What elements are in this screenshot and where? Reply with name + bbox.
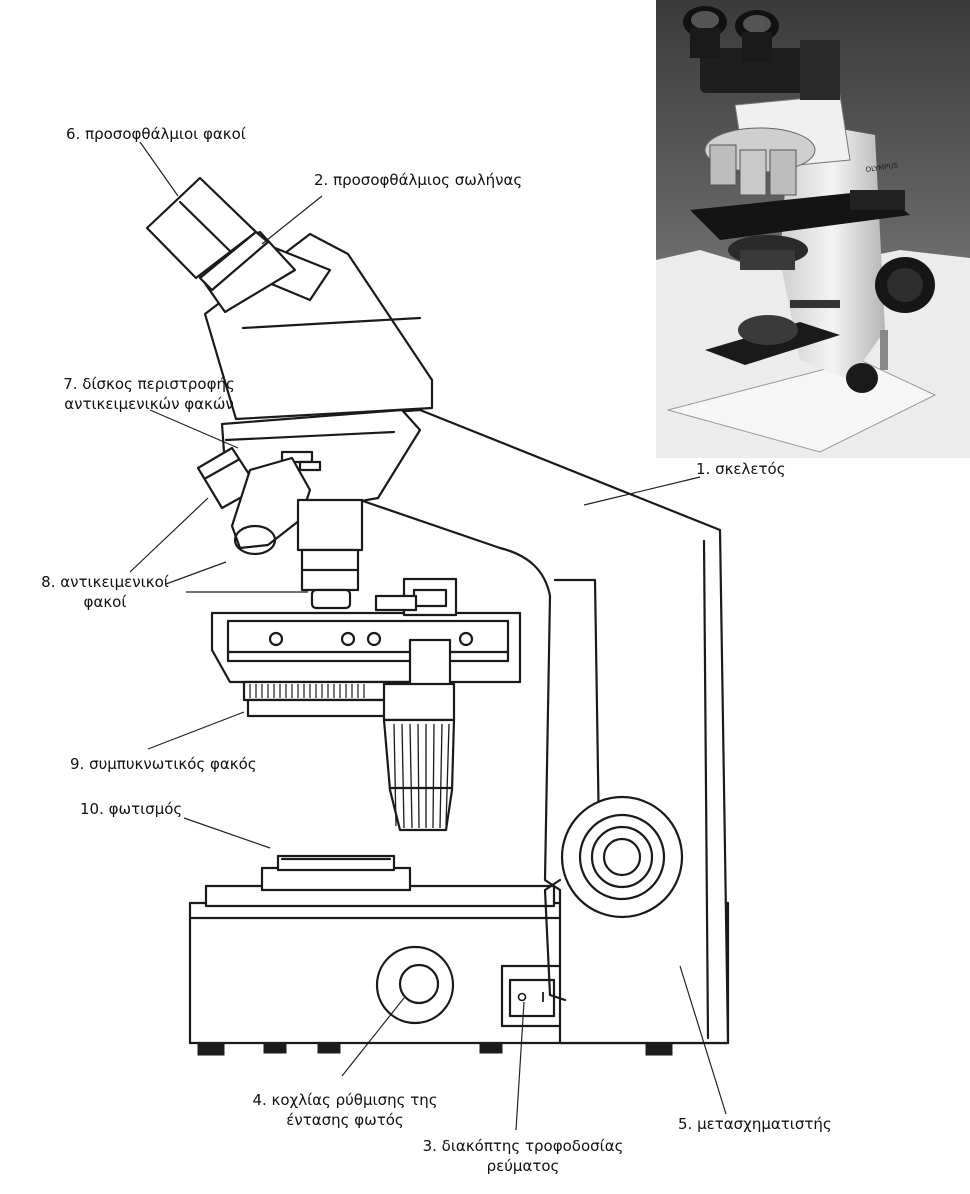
label-objectives-line1: 8. αντικειμενικοί (41, 573, 169, 591)
label-eyepiece-tube: 2. προσοφθάλμιος σωλήνας (314, 171, 523, 189)
label-objectives: 8. αντικειμενικοί φακοί (40, 572, 170, 612)
label-light-knob: 4. κοχλίας ρύθμισης της έντασης φωτός (240, 1090, 450, 1130)
label-power-switch-line2: ρεύματος (486, 1157, 560, 1175)
microscope-line-drawing (129, 141, 730, 1131)
label-frame: 1. σκελετός (696, 460, 786, 478)
label-objectives-line2: φακοί (83, 593, 127, 611)
label-light-knob-line2: έντασης φωτός (286, 1111, 404, 1129)
label-power-switch-line1: 3. διακόπτης τροφοδοσίας (422, 1137, 624, 1155)
illumination-port (260, 854, 412, 892)
eyepiece (145, 176, 270, 292)
leader-lines (129, 141, 727, 1131)
label-power-switch: 3. διακόπτης τροφοδοσίας ρεύματος (408, 1136, 638, 1176)
mechanical-stage (210, 577, 522, 687)
label-light-knob-line1: 4. κοχλίας ρύθμισης της (252, 1091, 438, 1109)
label-revolver-line1: 7. δίσκος περιστροφής (63, 375, 235, 393)
frame-arm (228, 408, 730, 1045)
label-revolver-line2: αντικειμενικών φακών (64, 395, 234, 413)
label-condenser: 9. συμπυκνωτικός φακός (70, 755, 257, 773)
eyepiece-tube (188, 230, 434, 421)
light-intensity-knob (375, 945, 455, 1025)
label-transformer: 5. μετασχηματιστής (678, 1115, 832, 1133)
label-illumination: 10. φωτισμός (80, 800, 183, 818)
objective-lenses (196, 446, 364, 610)
focus-knob-column (382, 682, 456, 832)
microscope-photo: OLYMPUS (656, 0, 970, 458)
label-eyepieces: 6. προσοφθάλμιοι φακοί (66, 125, 246, 143)
label-revolver: 7. δίσκος περιστροφής αντικειμενικών φακ… (54, 374, 244, 414)
